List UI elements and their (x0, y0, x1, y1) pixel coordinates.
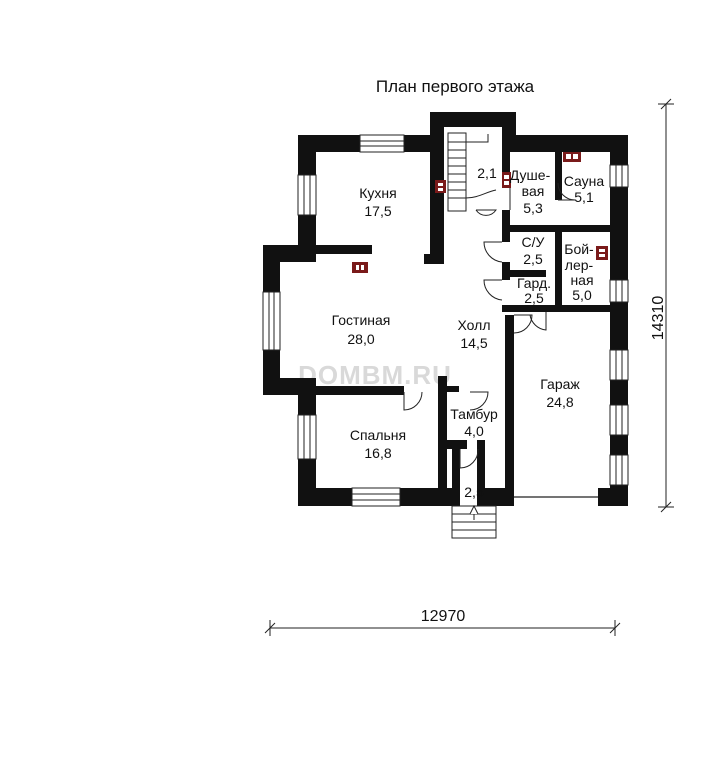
hall-area: 14,5 (460, 335, 487, 351)
staircase (447, 132, 497, 216)
boiler-name-1: Бой- (564, 241, 594, 257)
dimension-width (264, 620, 621, 636)
porch-area: 2,5 (464, 484, 484, 500)
width-dimension-label: 12970 (421, 608, 466, 625)
wc-name: С/У (522, 234, 545, 250)
garage-name: Гараж (540, 376, 580, 392)
chimney-flues (356, 154, 605, 270)
stairs-area: 2,1 (477, 165, 497, 181)
kitchen-area: 17,5 (364, 203, 391, 219)
chimney-living (352, 262, 368, 273)
shower-name-1: Душе- (510, 167, 551, 183)
vestibule-name: Тамбур (450, 406, 498, 422)
bedroom-area: 16,8 (364, 445, 391, 461)
bedroom-name: Спальня (350, 427, 406, 443)
living-area: 28,0 (347, 331, 374, 347)
garage-area: 24,8 (546, 394, 573, 410)
wardrobe-name: Гард. (517, 275, 551, 291)
watermark: DOMBM.RU (298, 360, 452, 390)
living-name: Гостиная (332, 312, 391, 328)
windows (262, 134, 629, 507)
wc-area: 2,5 (523, 251, 543, 267)
vestibule-area: 4,0 (464, 423, 484, 439)
shower-area: 5,3 (523, 200, 543, 216)
room-labels: Кухня 17,5 Гостиная 28,0 Холл 14,5 Спаль… (332, 165, 605, 500)
door-swings (403, 182, 576, 469)
chimney-kitchen (435, 180, 446, 193)
sauna-area: 5,1 (574, 189, 594, 205)
plan-title: План первого этажа (376, 77, 535, 96)
entrance-steps (451, 504, 497, 539)
boiler-name-2: лер- (565, 257, 594, 273)
shower-name-2: вая (522, 183, 545, 199)
chimney-shower (502, 172, 511, 188)
kitchen-name: Кухня (359, 185, 396, 201)
hall-name: Холл (458, 317, 491, 333)
height-dimension-label: 14310 (650, 296, 667, 341)
chimney-sauna (563, 152, 581, 162)
boiler-name-3: ная (570, 272, 593, 288)
chimney-boiler (596, 246, 608, 260)
sauna-name: Сауна (564, 173, 605, 189)
dimension-height (658, 98, 674, 513)
boiler-area: 5,0 (572, 287, 592, 303)
walls (263, 112, 628, 506)
wardrobe-area: 2,5 (524, 290, 544, 306)
